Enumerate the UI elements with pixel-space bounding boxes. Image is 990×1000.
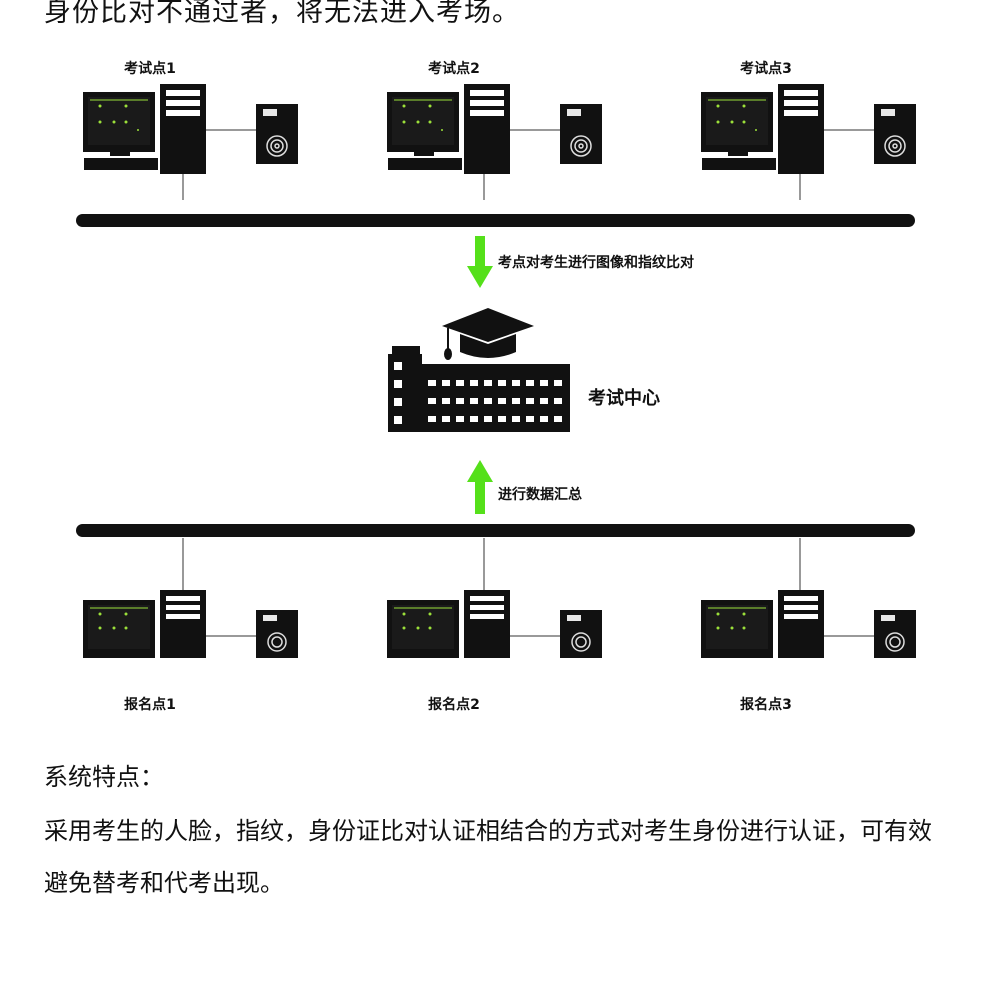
computer-tower-icon: [160, 84, 206, 174]
intro-text: 身份比对不通过者，将无法进入考场。: [44, 0, 520, 29]
exam-point-label-2: 考试点2: [394, 58, 514, 78]
exam-station-3: [698, 80, 938, 200]
monitor-icon: [83, 600, 155, 658]
registration-station-3: [698, 538, 938, 658]
monitor-icon: [701, 600, 773, 658]
computer-tower-icon: [778, 590, 824, 658]
fingerprint-scanner-icon: [874, 104, 916, 164]
description-paragraph: 采用考生的人脸，指纹，身份证比对认证相结合的方式对考生身份进行认证，可有效避免替…: [44, 805, 954, 909]
fingerprint-scanner-icon: [560, 610, 602, 658]
exam-network-bus: [76, 214, 915, 227]
arrow-up-label: 进行数据汇总: [498, 484, 582, 504]
monitor-icon: [387, 92, 462, 170]
registration-point-label-2: 报名点2: [394, 694, 514, 714]
exam-point-label-3: 考试点3: [706, 58, 826, 78]
section-title: 系统特点：: [44, 757, 164, 792]
arrow-up-icon: [466, 460, 494, 516]
computer-tower-icon: [160, 590, 206, 658]
registration-point-label-3: 报名点3: [706, 694, 826, 714]
registration-point-label-1: 报名点1: [90, 694, 210, 714]
computer-tower-icon: [464, 590, 510, 658]
registration-station-2: [384, 538, 624, 658]
registration-station-1: [80, 538, 320, 658]
exam-station-1: [80, 80, 320, 200]
monitor-icon: [387, 600, 459, 658]
exam-center-label: 考试中心: [588, 384, 660, 410]
fingerprint-scanner-icon: [256, 610, 298, 658]
fingerprint-scanner-icon: [874, 610, 916, 658]
arrow-down-label: 考点对考生进行图像和指纹比对: [498, 252, 694, 272]
fingerprint-scanner-icon: [256, 104, 298, 164]
computer-tower-icon: [778, 84, 824, 174]
arrow-down-icon: [466, 236, 494, 290]
graduation-cap-icon: [442, 308, 534, 360]
exam-station-2: [384, 80, 624, 200]
monitor-icon: [83, 92, 158, 170]
exam-center-building-icon: [384, 304, 584, 436]
exam-point-label-1: 考试点1: [90, 58, 210, 78]
computer-tower-icon: [464, 84, 510, 174]
fingerprint-scanner-icon: [560, 104, 602, 164]
registration-network-bus: [76, 524, 915, 537]
monitor-icon: [701, 92, 776, 170]
